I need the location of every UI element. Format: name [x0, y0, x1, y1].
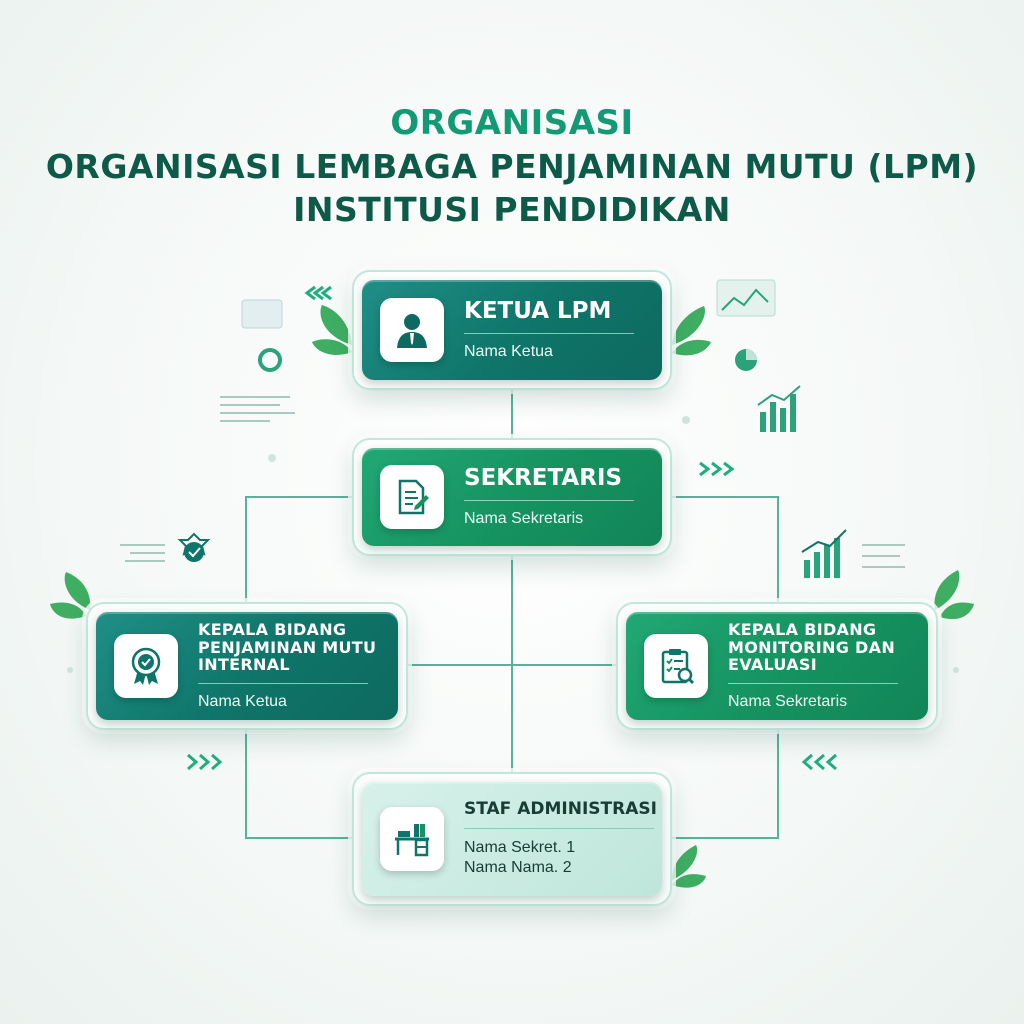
- mini-chart-decoration: [67, 279, 959, 673]
- node-kabid-internal-person: Nama Ketua: [198, 693, 287, 711]
- diagram-subtitle: ORGANISASI LEMBAGA PENJAMINAN MUTU (LPM): [45, 147, 979, 186]
- node-kabid-internal-role-line-2: PENJAMINAN MUTU: [198, 637, 377, 657]
- node-ketua: KETUA LPM Nama Ketua: [352, 270, 672, 390]
- document-pen-icon: [380, 465, 444, 529]
- leaf-decoration: [50, 305, 974, 888]
- node-staf-person-2: Nama Nama. 2: [464, 858, 572, 876]
- node-kabid-internal: KEPALA BIDANG PENJAMINAN MUTU INTERNAL N…: [86, 602, 408, 730]
- clipboard-check-icon: [644, 634, 708, 698]
- node-ketua-divider: [464, 333, 634, 335]
- node-staf-divider: [464, 827, 654, 829]
- node-sekretaris: SEKRETARIS Nama Sekretaris: [352, 438, 672, 556]
- office-desk-icon: [380, 807, 444, 871]
- node-staf: STAF ADMINISTRASI Nama Sekret. 1 Nama Na…: [352, 772, 672, 906]
- diagram-subtitle-2: INSTITUSI PENDIDIKAN: [293, 190, 731, 229]
- node-staf-person-1: Nama Sekret. 1: [464, 838, 576, 856]
- node-sekretaris-person: Nama Sekretaris: [464, 510, 584, 528]
- node-kabid-internal-role-line-3: INTERNAL: [198, 655, 290, 675]
- node-kabid-monev-person: Nama Sekretaris: [728, 693, 848, 711]
- chevron-decoration: [187, 285, 837, 771]
- connector-sekretaris-left: [245, 496, 352, 602]
- node-kabid-monev-role-line-2: MONITORING DAN: [728, 637, 896, 657]
- connector-right-staf: [672, 730, 779, 839]
- node-ketua-person: Nama Ketua: [464, 343, 553, 361]
- diagram-title: ORGANISASI: [390, 103, 634, 143]
- award-badge-icon: [114, 634, 178, 698]
- node-kabid-monev-divider: [728, 683, 898, 685]
- node-kabid-monev-role-line-3: EVALUASI: [728, 655, 817, 675]
- person-icon: [380, 298, 444, 362]
- node-sekretaris-role: SEKRETARIS: [464, 464, 623, 491]
- node-kabid-monev-role-line-1: KEPALA BIDANG: [728, 619, 877, 639]
- node-kabid-internal-role-line-1: KEPALA BIDANG: [198, 619, 347, 639]
- node-kabid-monev: KEPALA BIDANG MONITORING DAN EVALUASI Na…: [616, 602, 938, 730]
- node-kabid-internal-divider: [198, 683, 368, 685]
- node-ketua-role: KETUA LPM: [464, 297, 612, 324]
- node-staf-role: STAF ADMINISTRASI: [464, 799, 657, 820]
- connector-left-staf: [245, 730, 352, 839]
- connector-sekretaris-right: [672, 496, 779, 602]
- node-sekretaris-divider: [464, 500, 634, 502]
